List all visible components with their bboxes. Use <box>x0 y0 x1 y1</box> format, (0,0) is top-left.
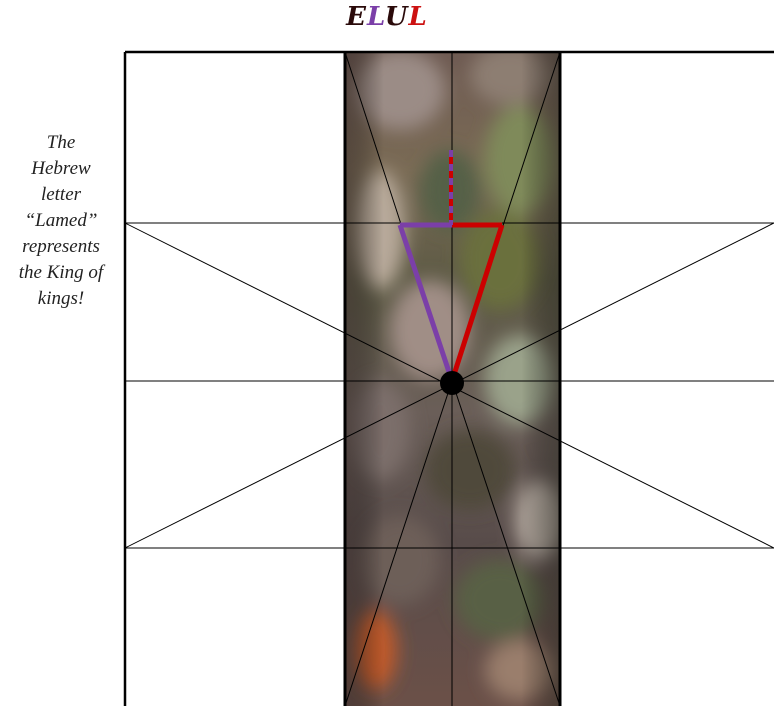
lamed-caption: The Hebrew letter “Lamed” represents the… <box>0 130 122 312</box>
center-point <box>440 371 464 395</box>
caption-line: Hebrew <box>31 158 91 179</box>
lamed-left-side <box>397 224 455 382</box>
title-letter-e: E <box>346 2 367 32</box>
caption-line: “Lamed” <box>24 210 98 231</box>
caption-line: The <box>46 132 76 153</box>
title-letter-u: U <box>384 2 409 32</box>
ray-bottom-right <box>451 380 561 706</box>
caption-line: the King of <box>18 262 104 283</box>
caption-line: represents <box>22 236 100 257</box>
lamed-figure <box>397 150 505 382</box>
diagram-title: ELUL <box>0 2 774 32</box>
title-letter-l2: L <box>408 2 428 32</box>
lamed-right-side <box>449 224 505 382</box>
title-letter-l1: L <box>367 2 385 32</box>
caption-line: kings! <box>37 288 85 309</box>
caption-line: letter <box>40 184 82 205</box>
ray-bottom-left <box>344 380 453 706</box>
